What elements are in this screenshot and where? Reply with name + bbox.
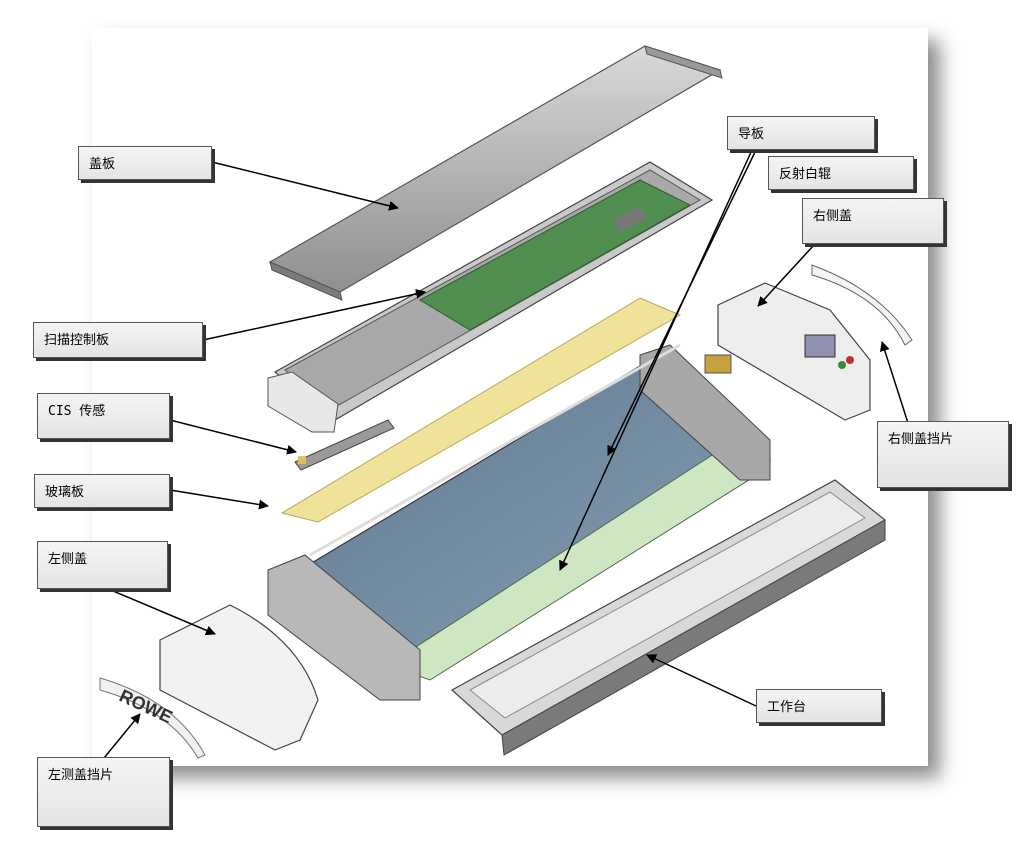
leader-left-flap bbox=[103, 713, 141, 759]
label-white-roller: 反射白辊 bbox=[768, 156, 914, 190]
cis-sensor-part bbox=[294, 419, 395, 471]
right-cover-part bbox=[717, 282, 871, 421]
leader-glass bbox=[169, 489, 269, 510]
cover-plate-part bbox=[268, 45, 723, 301]
leader-left-cover bbox=[105, 587, 216, 636]
label-right-cover: 右侧盖 bbox=[802, 198, 944, 244]
leader-cover bbox=[211, 161, 399, 211]
leader-guide-1 bbox=[559, 149, 753, 571]
label-cis-sensor: CIS 传感 bbox=[37, 393, 170, 439]
leader-cis bbox=[169, 419, 297, 455]
scan-board-part bbox=[267, 161, 714, 433]
leader-right-flap bbox=[879, 341, 909, 424]
left-cover-part bbox=[159, 604, 319, 751]
label-worktable: 工作台 bbox=[756, 689, 882, 723]
right-cover-flap-part bbox=[811, 264, 913, 346]
label-left-cover: 左侧盖 bbox=[37, 541, 168, 589]
worktable-part bbox=[450, 479, 887, 756]
leader-scan-board bbox=[202, 289, 426, 341]
label-left-cover-flap: 左测盖挡片 bbox=[37, 757, 170, 827]
leader-right-cover bbox=[757, 244, 815, 307]
leader-worktable bbox=[646, 654, 757, 707]
glass-plate-part bbox=[280, 297, 682, 523]
label-right-cover-flap: 右侧盖挡片 bbox=[877, 421, 1009, 488]
label-scan-board: 扫描控制板 bbox=[33, 322, 203, 358]
label-guide-plate: 导板 bbox=[727, 116, 875, 150]
label-glass-plate: 玻璃板 bbox=[34, 474, 170, 508]
leader-lines bbox=[103, 149, 909, 759]
label-cover: 盖板 bbox=[78, 146, 212, 180]
leader-guide-2 bbox=[607, 149, 757, 456]
main-frame-part bbox=[267, 343, 772, 701]
